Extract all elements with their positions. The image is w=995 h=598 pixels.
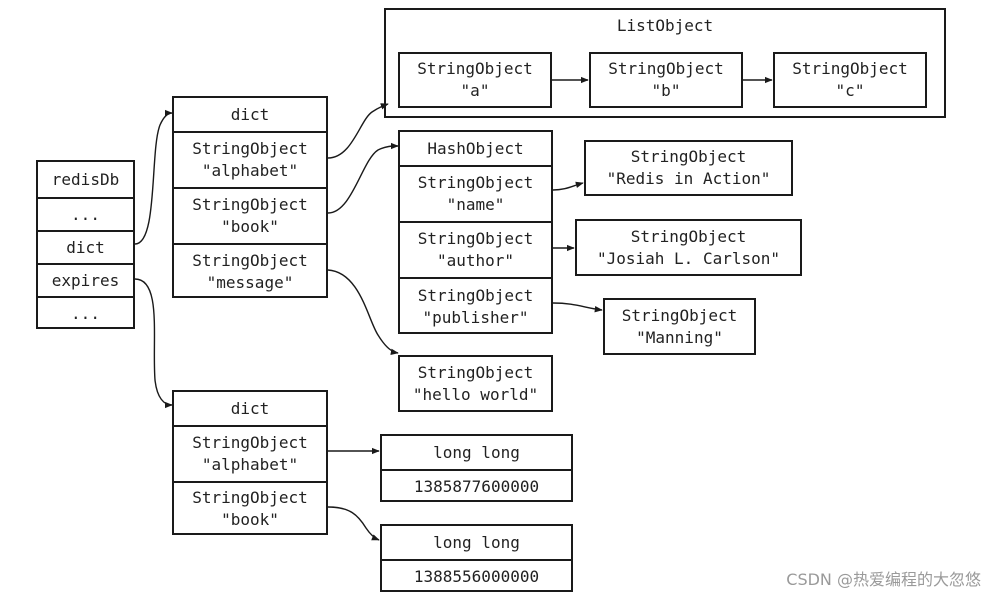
dict-main-entry-alphabet: StringObject"alphabet" (174, 131, 326, 187)
hash-value-redis-in-action: StringObject"Redis in Action" (584, 140, 793, 196)
arrow-name-to-redis-in-action (552, 181, 584, 191)
hash-field-publisher: StringObject"publisher" (400, 277, 551, 334)
list-item-b: StringObject"b" (589, 52, 743, 108)
hash-value-josiah-carlson: StringObject"Josiah L. Carlson" (575, 219, 802, 276)
csdn-watermark: CSDN @热爱编程的大忽悠 (786, 570, 981, 589)
arrow-redisdb-expires-to-dict-expires (134, 278, 173, 409)
expire-value-book-type: long long (433, 532, 520, 552)
redisdb-struct: redisDb ... dict expires ... (36, 160, 135, 329)
expire-value-alphabet-type: long long (433, 442, 520, 462)
dict-main-entry-message: StringObject"message" (174, 243, 326, 298)
dict-main-entry-book: StringObject"book" (174, 187, 326, 243)
dict-expires: dict StringObject"alphabet" StringObject… (172, 390, 328, 535)
hash-object-header: HashObject (427, 138, 524, 158)
arrow-alphabet-to-list-object (327, 103, 389, 159)
redisdb-dict-field: dict (38, 230, 133, 263)
message-value-hello-world: StringObject"hello world" (398, 355, 553, 412)
dict-expires-entry-book: StringObject"book" (174, 481, 326, 535)
expire-value-book-number: 1388556000000 (382, 559, 571, 592)
arrow-book-to-hash-object (327, 142, 399, 214)
dict-main-header: dict (230, 104, 270, 124)
list-item-c: StringObject"c" (773, 52, 927, 108)
expire-value-book: long long 1388556000000 (380, 524, 573, 592)
arrow-redisdb-dict-to-dict-main (134, 109, 173, 245)
arrow-expires-book-to-long (327, 506, 380, 541)
list-item-a: StringObject"a" (398, 52, 552, 108)
hash-field-name: StringObject"name" (400, 165, 551, 221)
redisdb-ellipsis-top: ... (38, 197, 133, 230)
dict-expires-entry-alphabet: StringObject"alphabet" (174, 425, 326, 481)
hash-object: HashObject StringObject"name" StringObje… (398, 130, 553, 334)
redisdb-ellipsis-bottom: ... (38, 296, 133, 329)
redisdb-expires-field: expires (38, 263, 133, 296)
redisdb-title: redisDb (51, 169, 120, 189)
expire-value-alphabet: long long 1385877600000 (380, 434, 573, 502)
arrow-publisher-to-manning (552, 302, 603, 313)
arrow-message-to-hello-world (327, 269, 399, 355)
list-object-title: ListObject (616, 16, 714, 35)
hash-field-author: StringObject"author" (400, 221, 551, 277)
dict-expires-header: dict (230, 398, 270, 418)
dict-main: dict StringObject"alphabet" StringObject… (172, 96, 328, 298)
expire-value-alphabet-number: 1385877600000 (382, 469, 571, 502)
hash-value-manning: StringObject"Manning" (603, 298, 756, 355)
